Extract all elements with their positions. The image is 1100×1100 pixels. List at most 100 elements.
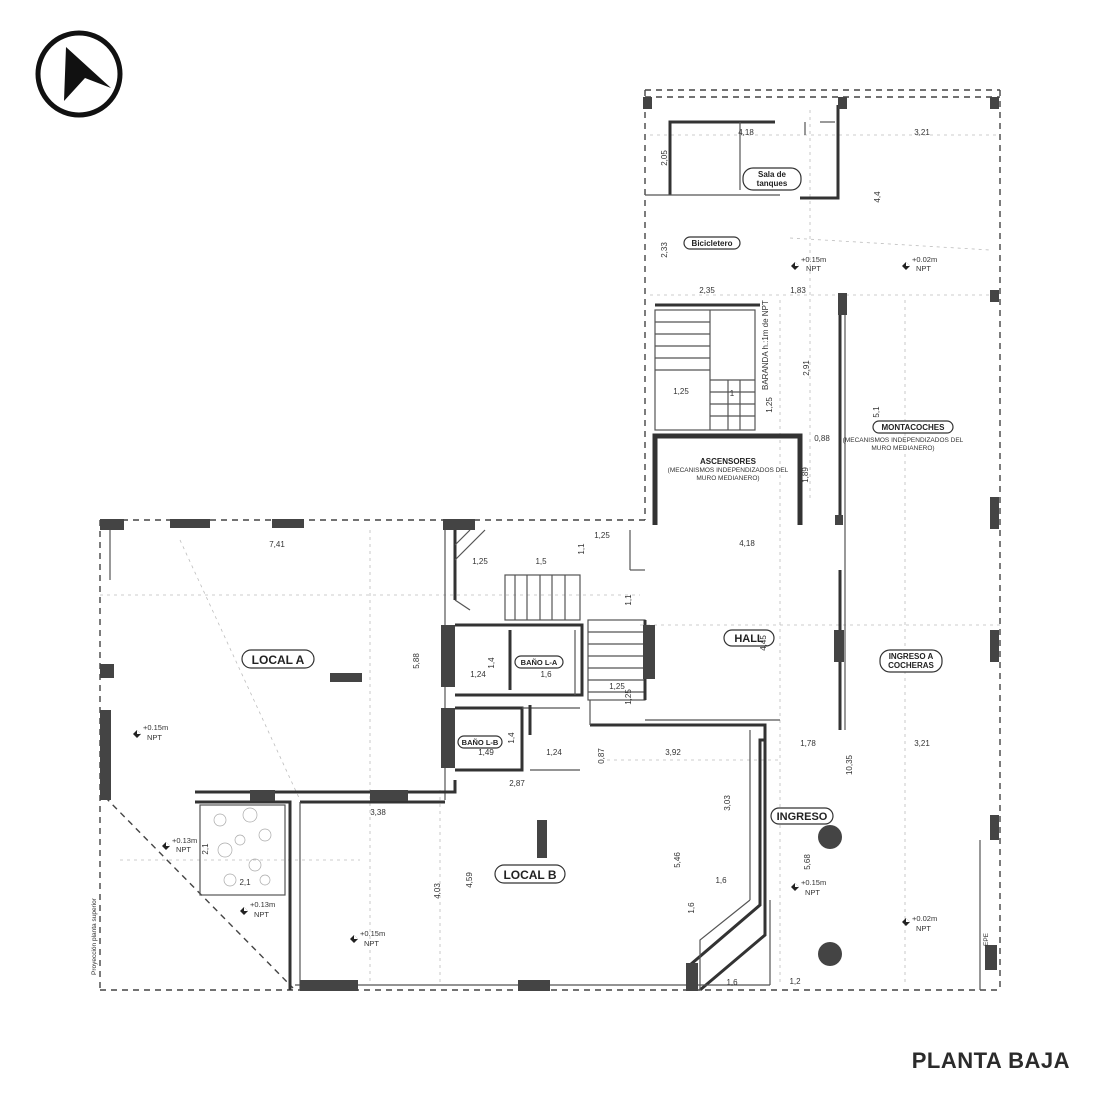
dim-2-1-h: 2,1 [239, 878, 251, 887]
local-a-label: LOCAL A [252, 653, 305, 667]
dim-2-05: 2,05 [660, 150, 669, 166]
dim-2-91: 2,91 [802, 360, 811, 376]
dim-1-25-b: 1,25 [594, 531, 610, 540]
montacoches-note-1: (MECANISMOS INDEPENDIZADOS DEL [843, 437, 964, 444]
level-marker-icon: +0.02m NPT [902, 914, 937, 933]
patio-garden [213, 807, 272, 887]
dim-0-87: 0,87 [597, 748, 606, 764]
dim-1-25-v: 1,25 [765, 397, 774, 413]
hall-label: HALL [734, 633, 764, 645]
svg-text:NPT: NPT [916, 924, 931, 933]
local-b-label: LOCAL B [503, 868, 556, 882]
level-marker-icon: +0.02m NPT [902, 255, 937, 273]
svg-text:+0.13m: +0.13m [250, 900, 275, 909]
dim-5-1: 5,1 [872, 406, 881, 418]
svg-text:+0.13m: +0.13m [172, 836, 197, 845]
dim-1-25-c: 1,25 [609, 682, 625, 691]
dim-3-38: 3,38 [370, 808, 386, 817]
bano-lb-label: BAÑO L-B [462, 738, 499, 747]
dim-7-41: 7,41 [269, 540, 285, 549]
sala-tanques-label-2: tanques [757, 179, 788, 188]
ingreso-label: INGRESO [777, 811, 828, 823]
dimensions: 4,18 3,21 2,05 4,4 2,33 2,35 1,83 2,91 1… [201, 128, 930, 987]
stair-treads-upper [655, 321, 755, 430]
level-marker-icon: +0.13m NPT [162, 836, 197, 854]
dim-3-21-top: 3,21 [914, 128, 930, 137]
level-marker-icon: +0.15m NPT [133, 723, 168, 742]
dim-3-21-b: 3,21 [914, 739, 930, 748]
dim-5-46: 5,46 [673, 852, 682, 868]
svg-text:+0.15m: +0.15m [801, 255, 826, 264]
svg-text:NPT: NPT [805, 888, 820, 897]
bano-la-label: BAÑO L-A [521, 658, 558, 667]
projection-note: Proyección planta superior [91, 897, 98, 975]
dim-5-68: 5,68 [803, 854, 812, 870]
dim-4-4: 4,4 [873, 191, 882, 203]
dim-1-89: 1,89 [801, 467, 810, 483]
dim-1-1-a: 1,1 [577, 543, 586, 555]
structural-columns [100, 97, 999, 991]
dim-1-24-b: 1,24 [546, 748, 562, 757]
property-boundary [99, 89, 1001, 991]
dim-1-6-bottom: 1,6 [726, 978, 738, 987]
dim-10-35: 10,35 [845, 754, 854, 775]
montacoches-label: MONTACOCHES [882, 423, 946, 432]
dim-4-03: 4,03 [433, 883, 442, 899]
dim-1-83: 1,83 [790, 286, 806, 295]
epe-label: EPE [983, 932, 990, 946]
dim-1-78: 1,78 [800, 739, 816, 748]
dim-1-49: 1,49 [478, 748, 494, 757]
dim-4-59: 4,59 [465, 872, 474, 888]
sheet-title: PLANTA BAJA [911, 1048, 1070, 1073]
ascensores-note-2: MURO MEDIANERO) [696, 475, 759, 482]
dim-1-5: 1,5 [535, 557, 547, 566]
svg-text:+0.15m: +0.15m [143, 723, 168, 732]
dim-2-33: 2,33 [660, 242, 669, 258]
dim-1-25-d: 1,25 [624, 689, 633, 705]
reference-grid [100, 110, 1000, 985]
svg-text:NPT: NPT [147, 733, 162, 742]
dim-4-45: 4,45 [759, 635, 768, 651]
sala-tanques-label-1: Sala de [758, 170, 787, 179]
dim-1-1-b: 1,1 [624, 594, 633, 606]
svg-text:+0.02m: +0.02m [912, 914, 937, 923]
svg-text:NPT: NPT [254, 910, 269, 919]
level-marker-icon: +0.15m NPT [350, 929, 385, 948]
svg-text:+0.15m: +0.15m [360, 929, 385, 938]
level-markers: +0.15m NPT +0.02m NPT +0.15m NPT +0.13m … [133, 255, 937, 948]
dim-1-6-b: 1,6 [715, 876, 727, 885]
level-marker-icon: +0.15m NPT [791, 878, 826, 897]
dim-4-18-top: 4,18 [738, 128, 754, 137]
ingreso-cocheras-label-1: INGRESO A [889, 652, 934, 661]
svg-text:NPT: NPT [806, 264, 821, 273]
ascensores-note-1: (MECANISMOS INDEPENDIZADOS DEL [668, 467, 789, 474]
svg-text:NPT: NPT [916, 264, 931, 273]
dim-1-25-a: 1,25 [472, 557, 488, 566]
dim-4-18-hall: 4,18 [739, 539, 755, 548]
svg-text:+0.15m: +0.15m [801, 878, 826, 887]
level-marker-icon: +0.13m NPT [240, 900, 275, 919]
svg-text:+0.02m: +0.02m [912, 255, 937, 264]
ascensores-label: ASCENSORES [700, 457, 757, 466]
dim-1-6-c: 1,6 [687, 902, 696, 914]
dim-2-87: 2,87 [509, 779, 525, 788]
dim-1-25-stair: 1,25 [673, 387, 689, 396]
north-arrow-icon [35, 30, 123, 118]
room-labels: Sala de tanques Bicicletero BARANDA h.:1… [91, 167, 990, 975]
dim-5-88: 5,88 [412, 653, 421, 669]
svg-text:NPT: NPT [364, 939, 379, 948]
level-marker-icon: +0.15m NPT [791, 255, 826, 273]
dim-2-1-v: 2,1 [201, 843, 210, 855]
dim-1-4-b: 1,4 [507, 732, 516, 744]
dim-1-stair: 1 [730, 389, 735, 398]
dim-1-2-bottom: 1,2 [789, 977, 801, 986]
dim-3-03: 3,03 [723, 795, 732, 811]
dim-1-24-a: 1,24 [470, 670, 486, 679]
dim-3-92: 3,92 [665, 748, 681, 757]
dim-2-35: 2,35 [699, 286, 715, 295]
bicicletero-label: Bicicletero [692, 239, 733, 248]
baranda-note: BARANDA h.:1m de NPT [761, 300, 770, 390]
dim-1-4-a: 1,4 [487, 657, 496, 669]
walls [195, 105, 981, 992]
